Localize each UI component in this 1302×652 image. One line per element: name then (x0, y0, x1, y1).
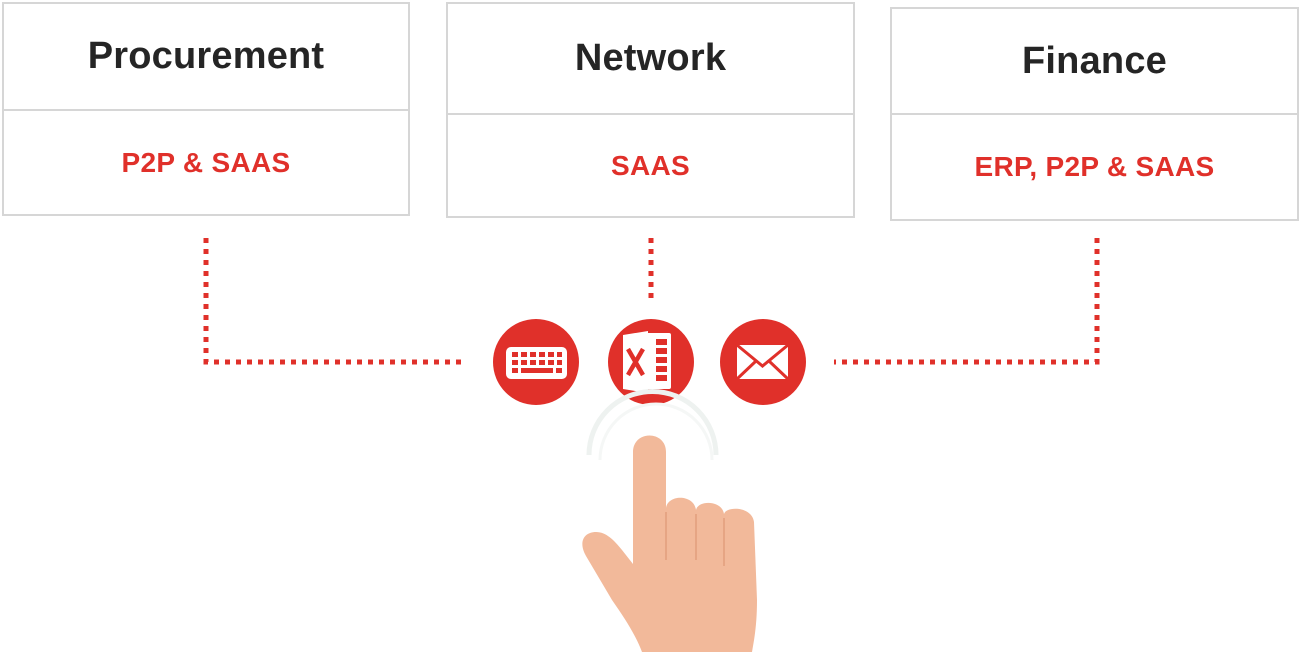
pointing-hand-icon (582, 435, 757, 652)
connector-procurement (203, 238, 466, 365)
network-card: Network SAAS (446, 2, 855, 218)
tap-ripple (586, 389, 719, 456)
finance-subtitle: ERP, P2P & SAAS (974, 151, 1215, 182)
network-title: Network (448, 4, 853, 115)
procurement-title: Procurement (4, 4, 408, 111)
finance-title: Finance (892, 9, 1297, 115)
connector-finance (834, 238, 1100, 365)
procurement-card: Procurement P2P & SAAS (2, 2, 410, 216)
finance-card: Finance ERP, P2P & SAAS (890, 7, 1299, 221)
dotted-connectors (203, 238, 1100, 365)
tap-ripple-inner (598, 402, 714, 461)
excel-icon[interactable] (608, 319, 694, 405)
procurement-subtitle: P2P & SAAS (121, 146, 291, 178)
network-subtitle: SAAS (611, 149, 690, 181)
keyboard-icon[interactable] (493, 319, 579, 405)
mail-icon[interactable] (720, 319, 806, 405)
